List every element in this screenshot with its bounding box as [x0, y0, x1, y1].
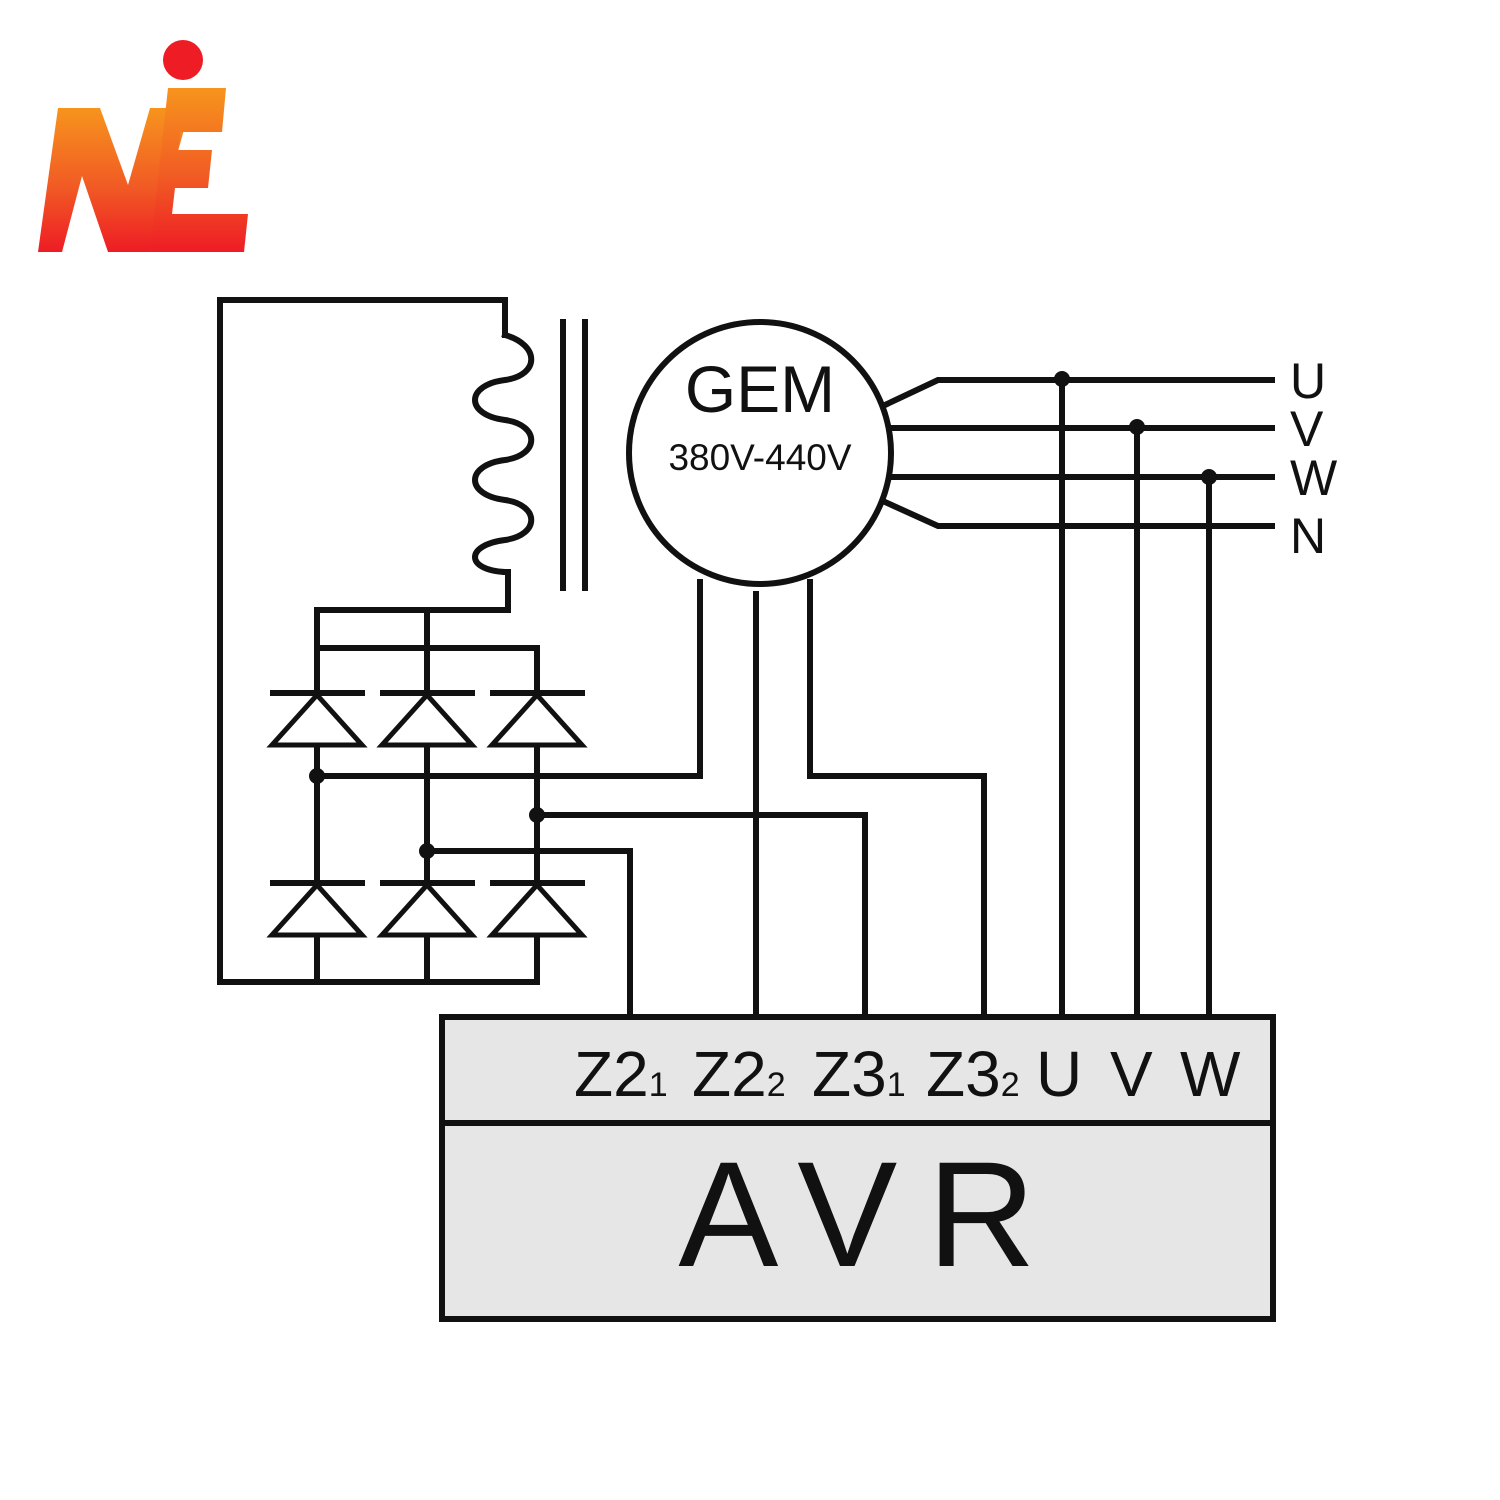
phase-n-line	[881, 498, 1275, 529]
diode-bottom-3	[486, 880, 588, 938]
avr-terminal-z3-2: Z32	[926, 1038, 1020, 1110]
phase-u-line	[881, 377, 1275, 409]
avr-terminal-u: U	[1036, 1038, 1082, 1110]
avr-terminal-v: V	[1110, 1038, 1153, 1110]
diode-top-3	[486, 690, 588, 748]
bridge-top-rail	[314, 645, 540, 985]
junction-dot	[419, 843, 435, 859]
logo-letter-m	[38, 108, 190, 252]
brand-logo	[38, 40, 248, 252]
avr-terminal-z2-2: Z22	[692, 1038, 786, 1110]
generator-name: GEM	[685, 352, 835, 426]
aux-lead-1	[314, 579, 703, 779]
junction-dot	[309, 768, 325, 784]
junction-dot	[1201, 469, 1217, 485]
avr-terminal-w: W	[1180, 1038, 1241, 1110]
logo-letter-e	[150, 88, 248, 252]
phase-label-w: W	[1290, 450, 1338, 506]
avr-terminal-z3-1: Z31	[812, 1038, 906, 1110]
diode-top-1	[266, 690, 368, 748]
diode-bottom-1	[266, 880, 368, 938]
avr-terminal-z2-1: Z21	[574, 1038, 668, 1110]
field-coil-icon	[472, 331, 535, 576]
junction-dot	[1129, 419, 1145, 435]
field-loop-wire	[217, 297, 540, 985]
aux-lead-3	[807, 579, 987, 1019]
phase-label-u: U	[1290, 353, 1326, 409]
phase-label-v: V	[1290, 401, 1324, 457]
diode-top-2	[376, 690, 478, 748]
generator-voltage: 380V-440V	[668, 437, 851, 478]
generator-circle	[626, 319, 894, 587]
bridge-to-z3-1	[534, 812, 868, 1019]
avr-title: AVR	[678, 1130, 1065, 1298]
avr-box	[439, 1014, 1276, 1322]
junction-dot	[529, 807, 545, 823]
phase-label-n: N	[1290, 508, 1326, 564]
bridge-to-z2-1	[424, 848, 633, 1019]
logo-dot	[163, 40, 203, 80]
junction-dot	[1054, 371, 1070, 387]
diode-bottom-2	[376, 880, 478, 938]
